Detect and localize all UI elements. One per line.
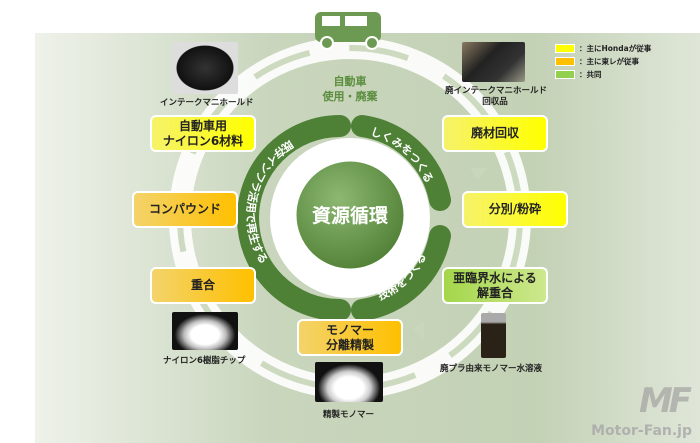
box-monomer-purify: モノマー分離精製 (297, 319, 403, 356)
arc-right-bottom (351, 225, 451, 321)
car-icon (315, 12, 381, 50)
watermark-logo: MF (638, 381, 692, 421)
center-label: 資源循環 (312, 204, 389, 227)
caption-monomer: 精製モノマー (323, 410, 375, 420)
top-label-1: 自動車 (334, 74, 367, 88)
arrow-icon (412, 320, 424, 340)
waste-intake-photo (462, 42, 525, 82)
box-hydrolysis: 亜臨界水による解重合 (442, 267, 548, 304)
caption-intake: インテークマニホールド (160, 98, 254, 108)
legend-honda: ：主にHondaが従事 (555, 42, 651, 55)
box-sort-crush: 分別/粉砕 (462, 191, 568, 228)
arc-right-top (351, 115, 451, 211)
center-circle (293, 158, 407, 272)
box-polymerization: 重合 (150, 267, 256, 304)
arrow-icon (295, 72, 305, 94)
legend: ：主にHondaが従事 ：主に東レが従事 ：共同 (555, 42, 651, 81)
solution-photo (481, 313, 506, 358)
top-label-2: 使用・廃棄 (322, 89, 379, 103)
caption-solution: 廃プラ由来モノマー水溶液 (440, 364, 543, 374)
legend-joint: ：共同 (555, 68, 651, 81)
legend-toray: ：主に東レが従事 (555, 55, 651, 68)
arrow-icon (470, 168, 488, 180)
box-nylon-material: 自動車用ナイロン6材料 (150, 115, 256, 152)
caption-chips: ナイロン6樹脂チップ (163, 356, 246, 366)
intake-manifold-photo (172, 42, 238, 94)
caption-waste-intake: 廃インテークマニホールド回収品 (445, 86, 548, 107)
nylon-chips-photo (172, 312, 238, 350)
arc-left (237, 115, 351, 321)
box-compound: コンパウンド (132, 191, 238, 228)
monomer-photo (315, 362, 383, 402)
box-waste-collection: 廃材回収 (442, 115, 548, 152)
watermark-text: Motor-Fan.jp (591, 423, 692, 439)
